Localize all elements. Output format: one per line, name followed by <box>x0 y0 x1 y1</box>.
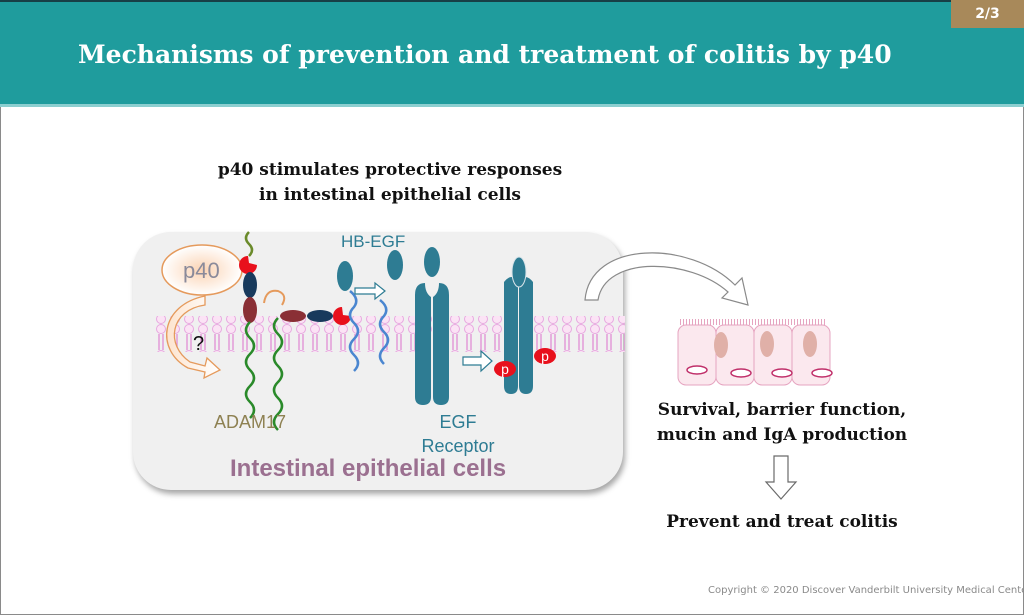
adam17-h-red <box>333 307 351 325</box>
adam17-transmembrane-2 <box>272 317 284 431</box>
curved-arrow-icon <box>166 295 222 380</box>
final-outcome-text: Prevent and treat colitis <box>666 512 898 532</box>
egf-ligand <box>424 247 440 277</box>
hbegf-cleaved-tail <box>378 299 390 365</box>
page-indicator: 2/3 <box>951 0 1024 28</box>
subtitle-line-1: p40 stimulates protective responses <box>217 160 563 180</box>
hbegf-label: HB-EGF <box>341 232 406 251</box>
p40-label: p40 <box>183 258 220 283</box>
adam17-tail-top <box>244 231 254 257</box>
slide-title: Mechanisms of prevention and treatment o… <box>78 40 892 69</box>
hbegf-precursor-tail <box>348 290 360 372</box>
header-divider <box>0 104 1024 107</box>
adam17-label: ADAM17 <box>214 412 287 432</box>
phospho-badge-1 <box>494 361 516 377</box>
diagram-subtitle: p40 stimulates protective responses in i… <box>190 158 590 208</box>
egf-bound-ligand <box>511 256 527 288</box>
phospho-label-2: p <box>541 348 549 364</box>
phospho-badge-2 <box>534 348 556 364</box>
phospho-label-1: p <box>501 361 509 377</box>
egfr-left-chain <box>415 283 431 405</box>
outcome-line-2: mucin and IgA production <box>656 425 908 445</box>
question-mark: ? <box>193 333 205 355</box>
hbegf-released <box>387 250 403 280</box>
outcome-line-1: Survival, barrier function, <box>657 400 907 420</box>
egf-label-line-1: EGF <box>439 412 477 432</box>
hbegf-precursor-head <box>337 261 353 291</box>
adam17-h-navy <box>307 310 333 322</box>
cell-type-label: Intestinal epithelial cells <box>230 455 507 482</box>
egf-label-line-2: Receptor <box>421 436 495 456</box>
adam17-transmembrane-1 <box>244 321 256 419</box>
egf-receptor-label: EGF Receptor <box>420 410 496 458</box>
big-curved-arrow-icon <box>584 252 749 306</box>
subtitle-line-2: in intestinal epithelial cells <box>258 185 521 205</box>
hollow-arrow-icon-2 <box>462 349 493 373</box>
egfr-active-right <box>519 277 533 394</box>
cell-membrane <box>155 316 625 352</box>
adam17-domain-brown <box>243 297 257 323</box>
adam17-h-brown <box>280 310 306 322</box>
adam17-domain-red <box>239 256 257 274</box>
copyright-notice: Copyright © 2020 Discover Vanderbilt Uni… <box>708 585 1024 596</box>
slide-header <box>0 0 1024 106</box>
down-arrow-icon <box>764 455 798 500</box>
small-orange-arrow-icon <box>263 289 286 306</box>
hollow-arrow-icon-1 <box>354 281 386 301</box>
adam17-domain-navy <box>243 272 257 298</box>
outcome-text: Survival, barrier function, mucin and Ig… <box>632 398 932 448</box>
egfr-right-chain <box>433 283 449 405</box>
epithelium-illustration <box>677 319 833 386</box>
